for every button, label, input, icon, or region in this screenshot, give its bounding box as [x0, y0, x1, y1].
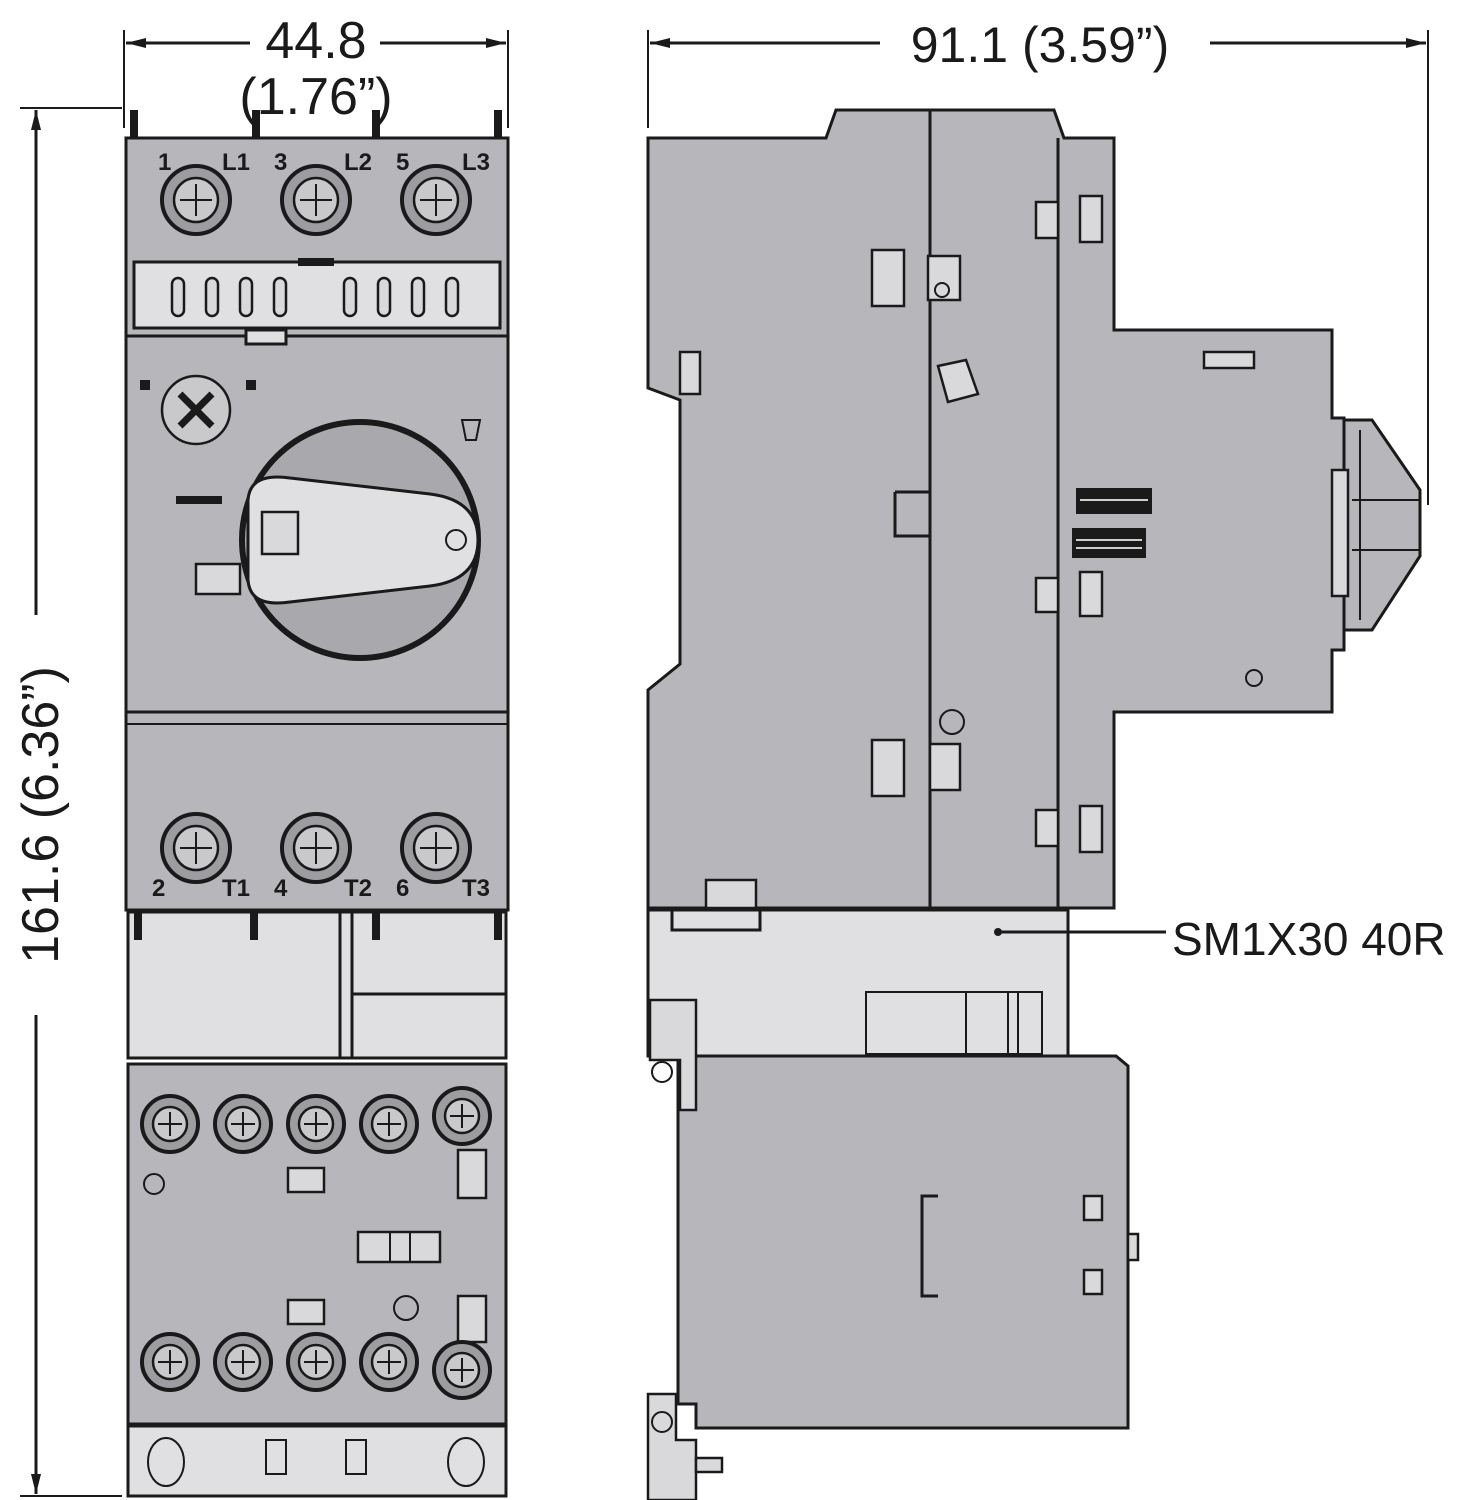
- screw-terminal-icon: [286, 1094, 346, 1154]
- lock-icon: [460, 419, 482, 441]
- screw-terminal-icon: [140, 1332, 200, 1392]
- indicator-bar: [176, 496, 222, 504]
- terminal-label-l3: L3: [462, 149, 490, 176]
- motor-protector-side-body: [646, 108, 1346, 910]
- test-button-icon: [140, 374, 256, 446]
- screw-terminal-icon: [213, 1094, 273, 1154]
- link-adapter-front: [126, 910, 508, 1060]
- bottom-terminal-block: 2 T1 4 T2 6 T3: [152, 812, 490, 902]
- contactor-top-terminals: [140, 1086, 492, 1154]
- depth-dimension: 91.1 (3.59”): [647, 17, 1429, 505]
- screw-terminal-icon: [160, 164, 232, 236]
- width-dimension: 44.8 (1.76”): [123, 12, 509, 128]
- screw-terminal-icon: [286, 1332, 346, 1392]
- trip-indicator: [194, 562, 242, 596]
- label-plate: [1072, 488, 1152, 558]
- width-mm-label: 44.8: [265, 12, 366, 70]
- screw-terminal-icon: [213, 1332, 273, 1392]
- link-adapter-side: [646, 908, 1070, 1058]
- terminal-label-4: 4: [274, 875, 288, 902]
- terminal-label-t1: T1: [222, 875, 250, 902]
- terminal-label-l1: L1: [222, 149, 250, 176]
- rotary-knob-side-icon: [1330, 418, 1422, 632]
- contactor-bottom-terminals: [140, 1332, 492, 1400]
- screw-terminal-icon: [432, 1086, 492, 1146]
- width-in-label: (1.76”): [239, 68, 392, 126]
- terminal-label-1: 1: [158, 149, 171, 176]
- mounting-foot: [126, 1424, 508, 1498]
- height-label: 161.6 (6.36”): [12, 666, 70, 964]
- screw-terminal-icon: [400, 164, 472, 236]
- top-pins: [130, 110, 502, 140]
- side-view: SM1X30 40R: [646, 108, 1446, 1500]
- screw-terminal-icon: [160, 812, 232, 884]
- contact-indicator: [356, 1230, 442, 1264]
- contactor-side-body: [676, 1054, 1130, 1430]
- terminal-label-t3: T3: [462, 875, 490, 902]
- callout-label: SM1X30 40R: [1172, 913, 1446, 965]
- screw-terminal-icon: [359, 1094, 419, 1154]
- terminal-label-6: 6: [396, 875, 409, 902]
- rotary-knob-icon: [239, 419, 481, 661]
- terminal-label-l2: L2: [344, 149, 372, 176]
- terminal-label-2: 2: [152, 875, 165, 902]
- screw-terminal-icon: [280, 164, 352, 236]
- terminal-label-5: 5: [396, 149, 409, 176]
- terminal-label-3: 3: [274, 149, 287, 176]
- top-terminal-block: 1 L1 3 L2 5 L3: [158, 149, 490, 236]
- screw-terminal-icon: [400, 812, 472, 884]
- depth-label: 91.1 (3.59”): [911, 17, 1169, 73]
- height-dimension: 161.6 (6.36”): [12, 107, 122, 1497]
- front-view: 1 L1 3 L2 5 L3: [124, 110, 510, 1498]
- screw-terminal-icon: [359, 1332, 419, 1392]
- terminal-label-t2: T2: [344, 875, 372, 902]
- screw-terminal-icon: [280, 812, 352, 884]
- screw-terminal-icon: [432, 1340, 492, 1400]
- screw-terminal-icon: [140, 1094, 200, 1154]
- vent-strip: [132, 258, 502, 330]
